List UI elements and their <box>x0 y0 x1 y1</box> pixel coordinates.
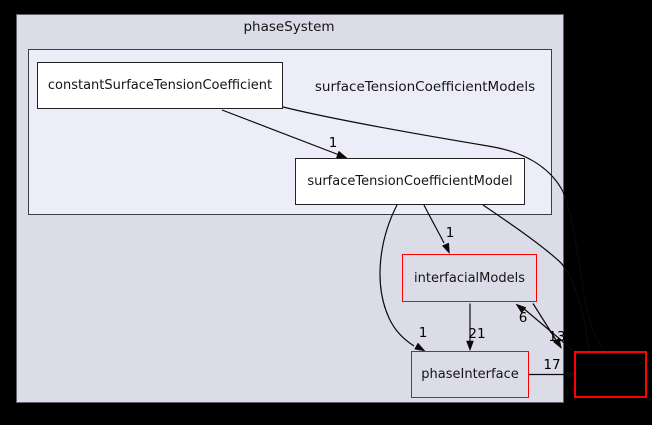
node-constantSurfaceTensionCoefficient[interactable]: constantSurfaceTensionCoefficient <box>37 62 283 109</box>
edge-count-model-to-phaseinterface[interactable]: 1 <box>418 325 428 341</box>
node-label: constantSurfaceTensionCoefficient <box>47 78 273 93</box>
edge-count-const-to-model[interactable]: 1 <box>328 135 338 151</box>
edge-count-phaseinterface-to-external[interactable]: 17 <box>543 357 561 373</box>
node-phaseInterface[interactable]: phaseInterface <box>411 351 529 398</box>
node-label: interfacialModels <box>414 270 525 286</box>
node-label: surfaceTensionCoefficientModel <box>307 174 513 189</box>
node-interfacialModels[interactable]: interfacialModels <box>402 254 537 302</box>
edge-count-external-to-interfacial[interactable]: 6 <box>518 310 528 326</box>
node-external-truncated[interactable] <box>574 351 647 398</box>
cluster-label-phaseSystem[interactable]: phaseSystem <box>243 19 335 35</box>
node-surfaceTensionCoefficientModel[interactable]: surfaceTensionCoefficientModel <box>295 158 525 205</box>
edge-count-model-to-interfacial[interactable]: 1 <box>445 225 455 241</box>
node-label: phaseInterface <box>421 367 519 382</box>
edge-count-interfacial-to-phaseinterface[interactable]: 21 <box>468 326 486 342</box>
edge-count-interfacial-to-external[interactable]: 13 <box>548 329 566 345</box>
cluster-label-surfaceTensionCoefficientModels[interactable]: surfaceTensionCoefficientModels <box>314 79 536 95</box>
